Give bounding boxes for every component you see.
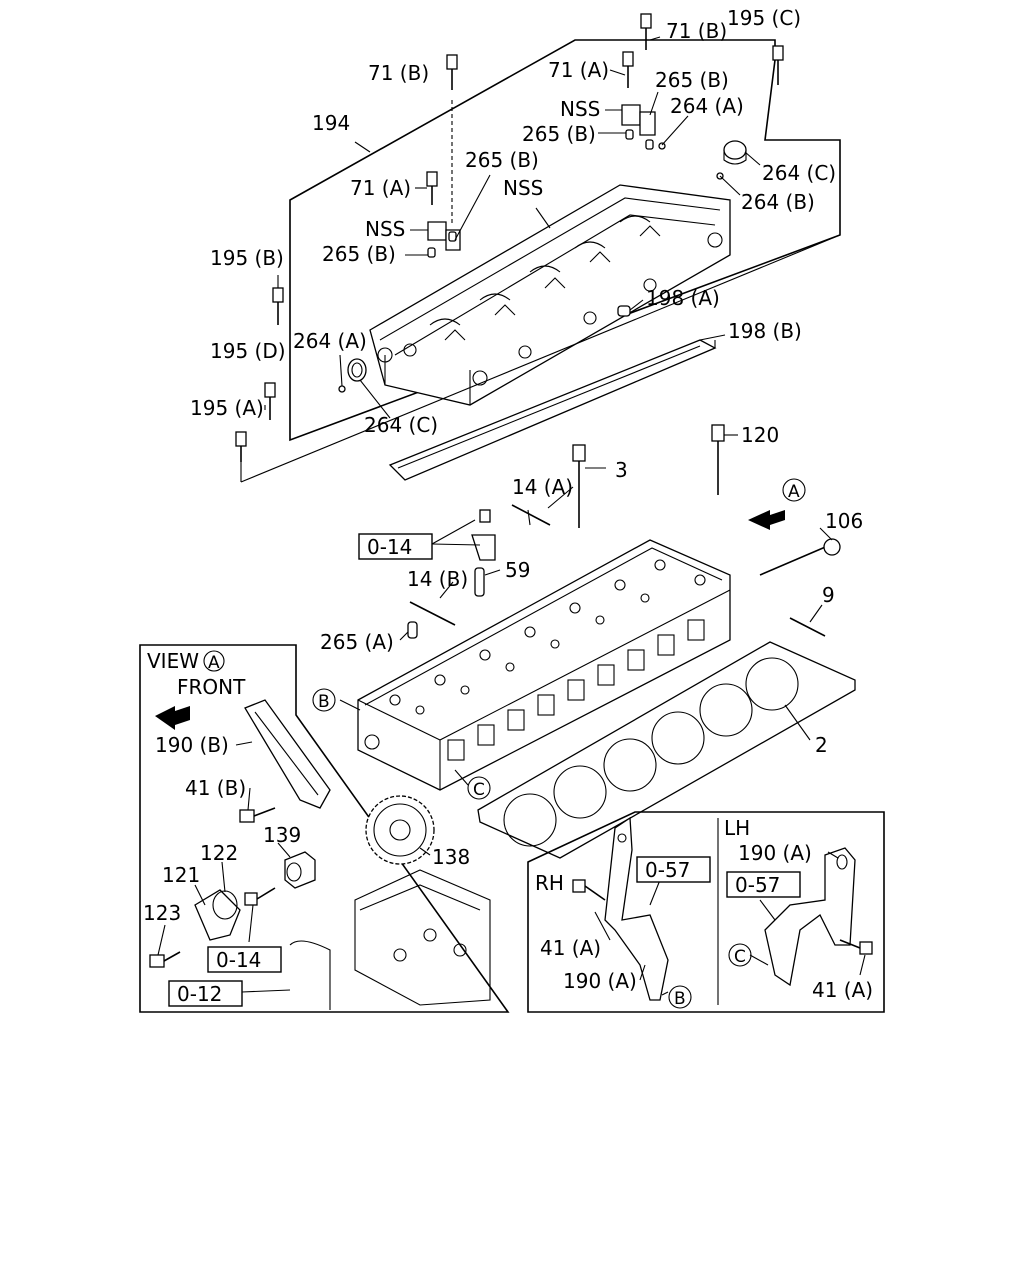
circle-markers: A B C B C <box>312 478 806 1009</box>
label-265b-1: 265 (B) <box>655 68 729 92</box>
oil-seal-right <box>723 140 747 165</box>
label-14b: 14 (B) <box>407 567 468 591</box>
head-cover-group <box>235 13 841 483</box>
label-264a-2: 264 (A) <box>293 329 367 353</box>
label-195a: 195 (A) <box>190 396 264 420</box>
label-264a-1: 264 (A) <box>670 94 744 118</box>
view-a-panel <box>139 644 510 1013</box>
ref-0-12: 0-12 <box>177 982 222 1006</box>
marker-b-main: B <box>318 692 330 712</box>
label-41b: 41 (B) <box>185 776 246 800</box>
cover-121 <box>194 889 241 941</box>
label-265b-2: 265 (B) <box>522 122 596 146</box>
bolts-top <box>235 13 841 483</box>
label-195d: 195 (D) <box>210 339 286 363</box>
callout-labels: 71 (B) 195 (C) 71 (A) 71 (B) 265 (B) 264… <box>143 6 873 1002</box>
label-121: 121 <box>162 863 200 887</box>
ref-0-14-main: 0-14 <box>367 535 412 559</box>
cylinder-head-group <box>339 424 856 859</box>
head-cover <box>369 184 731 406</box>
label-41a-lh: 41 (A) <box>812 978 873 1002</box>
label-9: 9 <box>822 583 835 607</box>
ref-0-57-lh: 0-57 <box>735 873 780 897</box>
label-71a-top: 71 (A) <box>548 58 609 82</box>
bushing-139 <box>284 851 316 889</box>
lh-label: LH <box>724 816 750 840</box>
label-71b-top: 71 (B) <box>666 19 727 43</box>
label-71b-left: 71 (B) <box>368 61 429 85</box>
label-106: 106 <box>825 509 863 533</box>
label-nss-2: NSS <box>503 176 543 200</box>
label-264c-1: 264 (C) <box>762 161 836 185</box>
label-2: 2 <box>815 733 828 757</box>
direction-arrow-icon <box>748 510 785 530</box>
bracket-lh <box>764 847 856 987</box>
label-123: 123 <box>143 901 181 925</box>
view-title: VIEW <box>147 649 199 673</box>
marker-a-main: A <box>788 482 800 502</box>
head-gasket <box>477 641 856 859</box>
label-264c-2: 264 (C) <box>364 413 438 437</box>
label-41a-rh: 41 (A) <box>540 936 601 960</box>
label-265a: 265 (A) <box>320 630 394 654</box>
label-14a: 14 (A) <box>512 475 573 499</box>
oil-seal-left <box>347 358 367 382</box>
label-138: 138 <box>432 845 470 869</box>
label-195c: 195 (C) <box>727 6 801 30</box>
label-198a: 198 (A) <box>646 286 720 310</box>
marker-c-main: C <box>473 780 485 800</box>
label-nss-1: NSS <box>560 97 600 121</box>
leaders-middle <box>339 434 833 786</box>
label-122: 122 <box>200 841 238 865</box>
label-139: 139 <box>263 823 301 847</box>
leaders-top <box>264 36 761 419</box>
label-264b: 264 (B) <box>741 190 815 214</box>
rh-label: RH <box>535 871 564 895</box>
label-120: 120 <box>741 423 779 447</box>
label-nss-3: NSS <box>365 217 405 241</box>
plug-198a <box>617 305 631 317</box>
marker-b-rh: B <box>674 989 686 1009</box>
label-195b: 195 (B) <box>210 246 284 270</box>
front-arrow-icon <box>155 706 190 730</box>
label-59: 59 <box>505 558 530 582</box>
label-3: 3 <box>615 458 628 482</box>
label-198b: 198 (B) <box>728 319 802 343</box>
rh-lh-panel <box>527 811 885 1013</box>
bracket-rh <box>604 816 669 1001</box>
gear-138 <box>365 795 435 865</box>
label-190a-lh: 190 (A) <box>738 841 812 865</box>
label-265b-4: 265 (B) <box>322 242 396 266</box>
marker-c-lh: C <box>734 947 746 967</box>
label-190b: 190 (B) <box>155 733 229 757</box>
view-marker: A <box>208 653 220 673</box>
cylinder-head <box>357 539 731 791</box>
boxed-references: 0-14 0-14 0-12 0-57 0-57 <box>168 533 801 1007</box>
label-190a-rh: 190 (A) <box>563 969 637 993</box>
label-71a-left: 71 (A) <box>350 176 411 200</box>
ref-0-57-rh: 0-57 <box>645 858 690 882</box>
ref-0-14-view: 0-14 <box>216 948 261 972</box>
view-subtitle: FRONT <box>177 675 246 699</box>
label-265b-3: 265 (B) <box>465 148 539 172</box>
label-194: 194 <box>312 111 350 135</box>
